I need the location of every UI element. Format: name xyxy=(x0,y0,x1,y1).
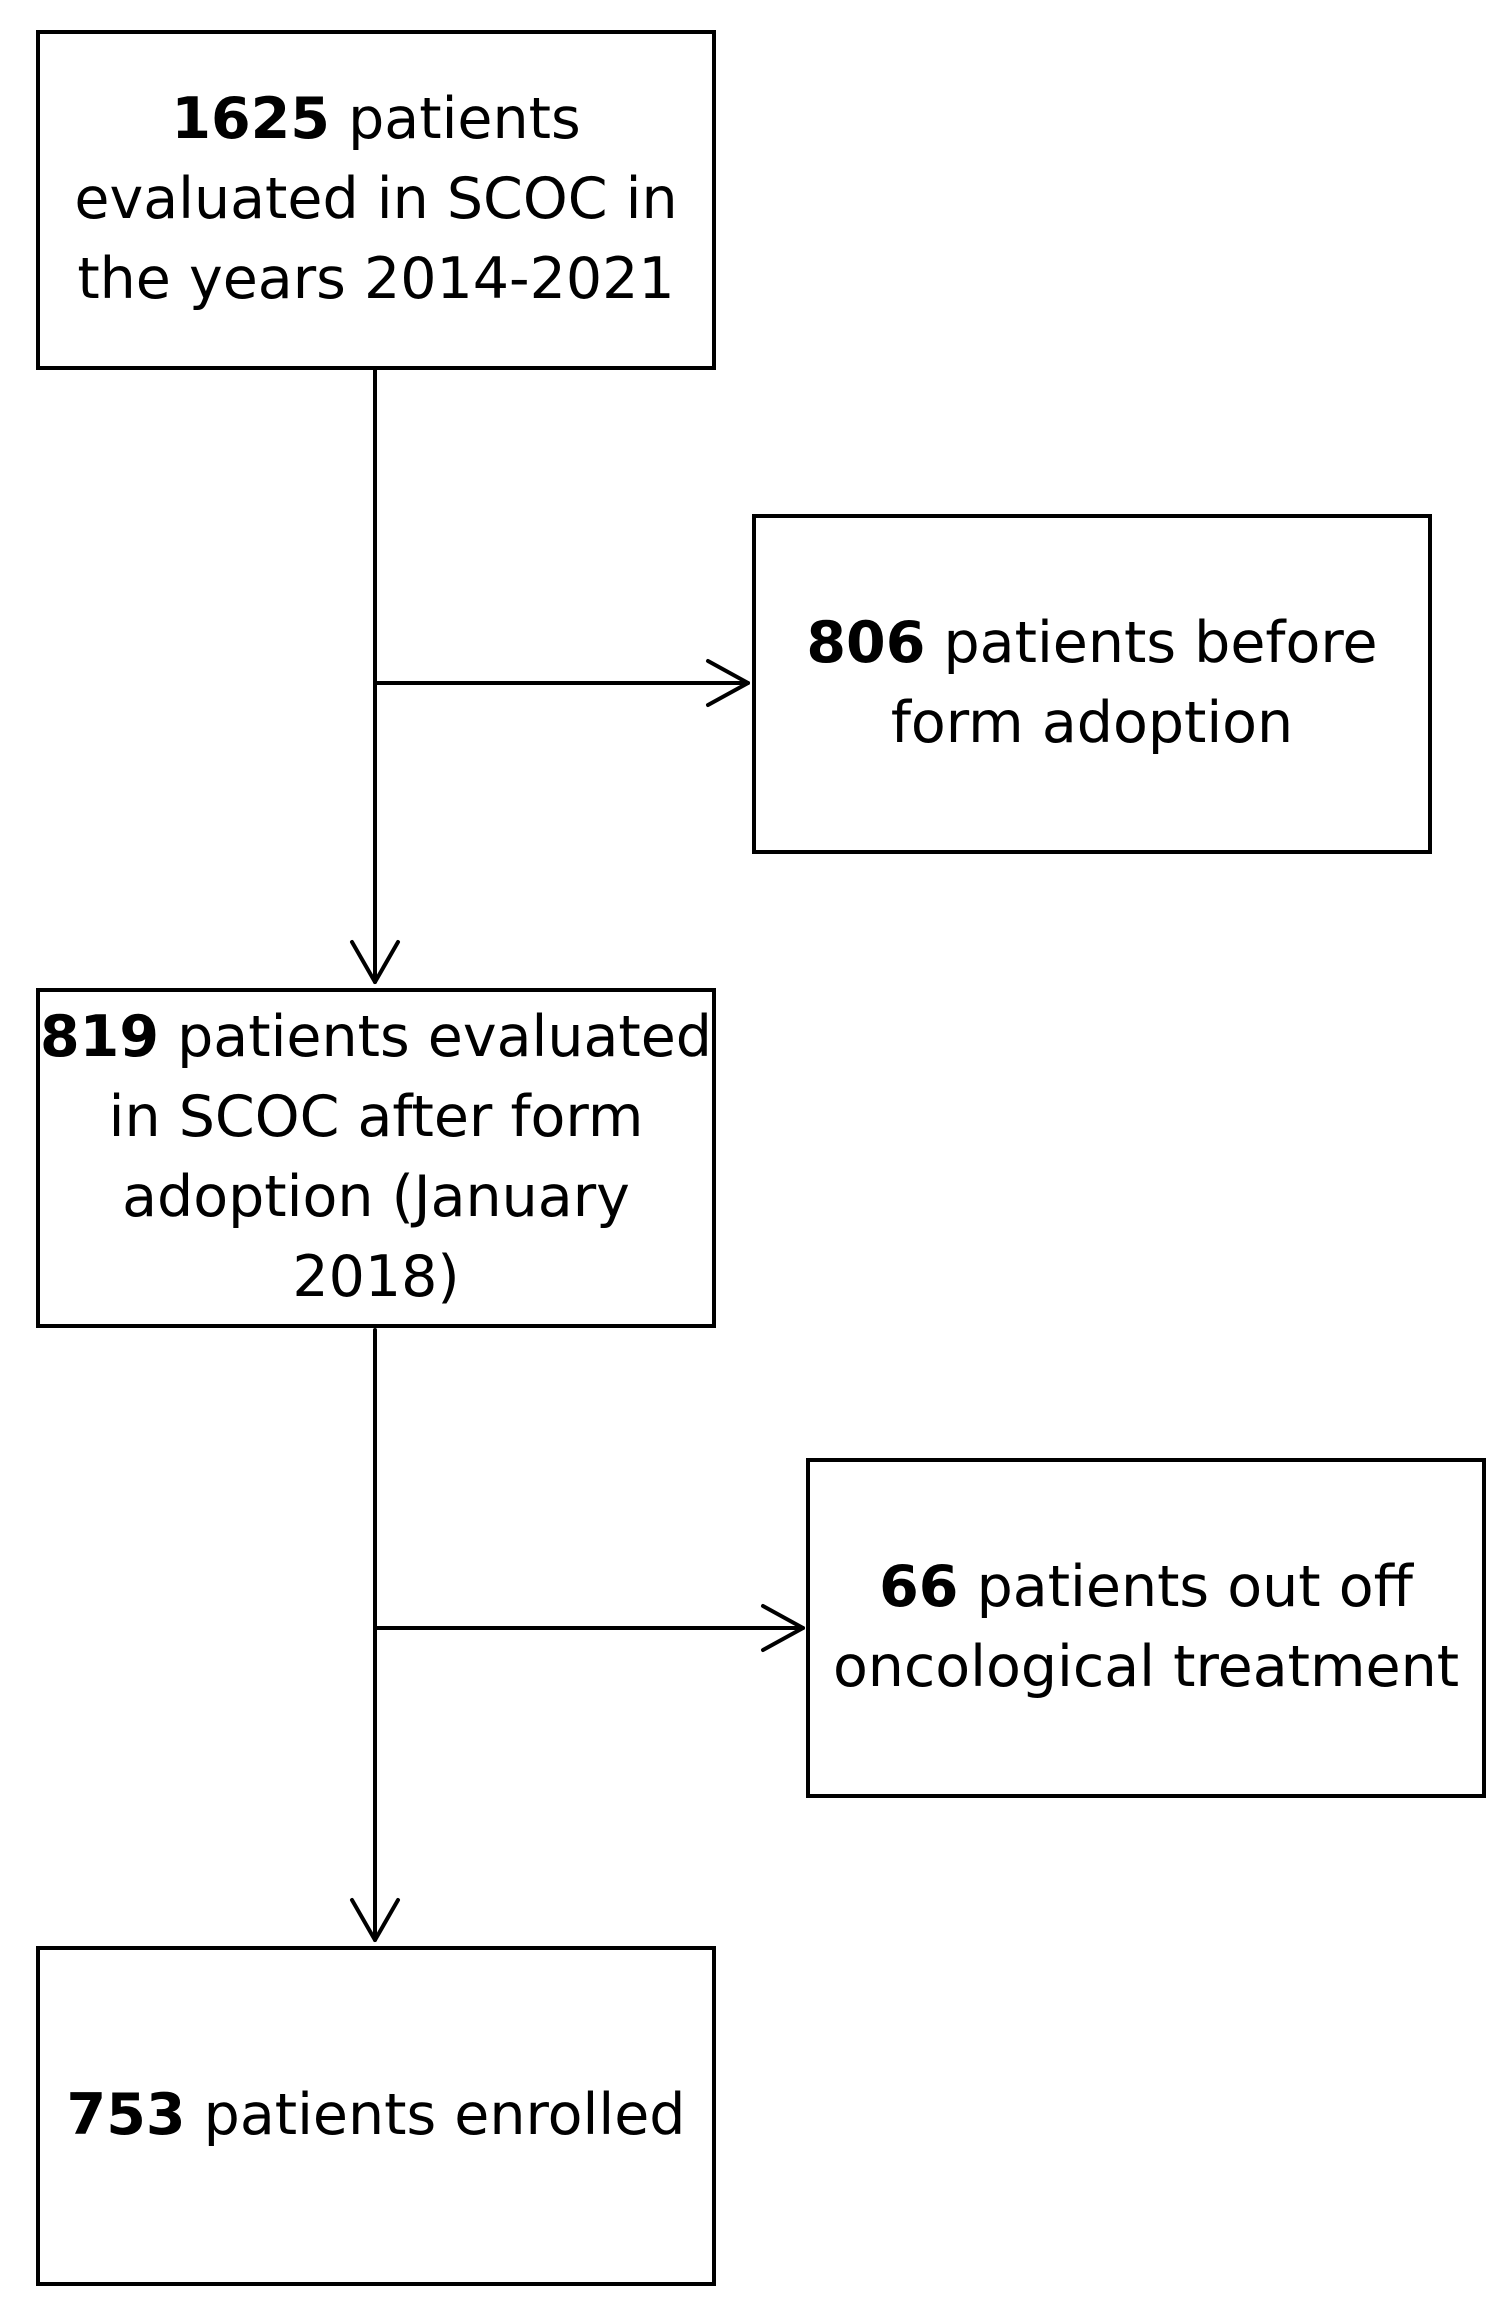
after-form-count: 819 xyxy=(40,1004,159,1071)
total-text: patients evaluated in SCOC in the years … xyxy=(74,86,678,312)
arrowhead-after-form xyxy=(350,940,400,984)
enrolled-count: 753 xyxy=(66,2082,186,2149)
box-total-patients: 1625 patients evaluated in SCOC in the y… xyxy=(36,30,716,370)
enrolled-text: patients enrolled xyxy=(203,2082,686,2149)
out-of-treatment-text: patients out off oncological treatment xyxy=(832,1554,1460,1700)
arrowhead-enrolled xyxy=(350,1898,400,1942)
arrowhead-before-form xyxy=(706,659,750,707)
before-form-text: patients before form adoption xyxy=(890,610,1378,756)
box-enrolled: 753 patients enrolled xyxy=(36,1946,716,2286)
total-count: 1625 xyxy=(171,86,330,153)
arrowhead-out-of-treatment xyxy=(761,1604,805,1652)
after-form-text: patients evaluated in SCOC after form ad… xyxy=(108,1004,712,1310)
box-out-of-treatment: 66 patients out off oncological treatmen… xyxy=(806,1458,1486,1798)
before-form-count: 806 xyxy=(806,610,926,677)
box-before-form-adoption: 806 patients before form adoption xyxy=(752,514,1432,854)
box-after-form-adoption: 819 patients evaluated in SCOC after for… xyxy=(36,988,716,1328)
out-of-treatment-count: 66 xyxy=(879,1554,959,1621)
